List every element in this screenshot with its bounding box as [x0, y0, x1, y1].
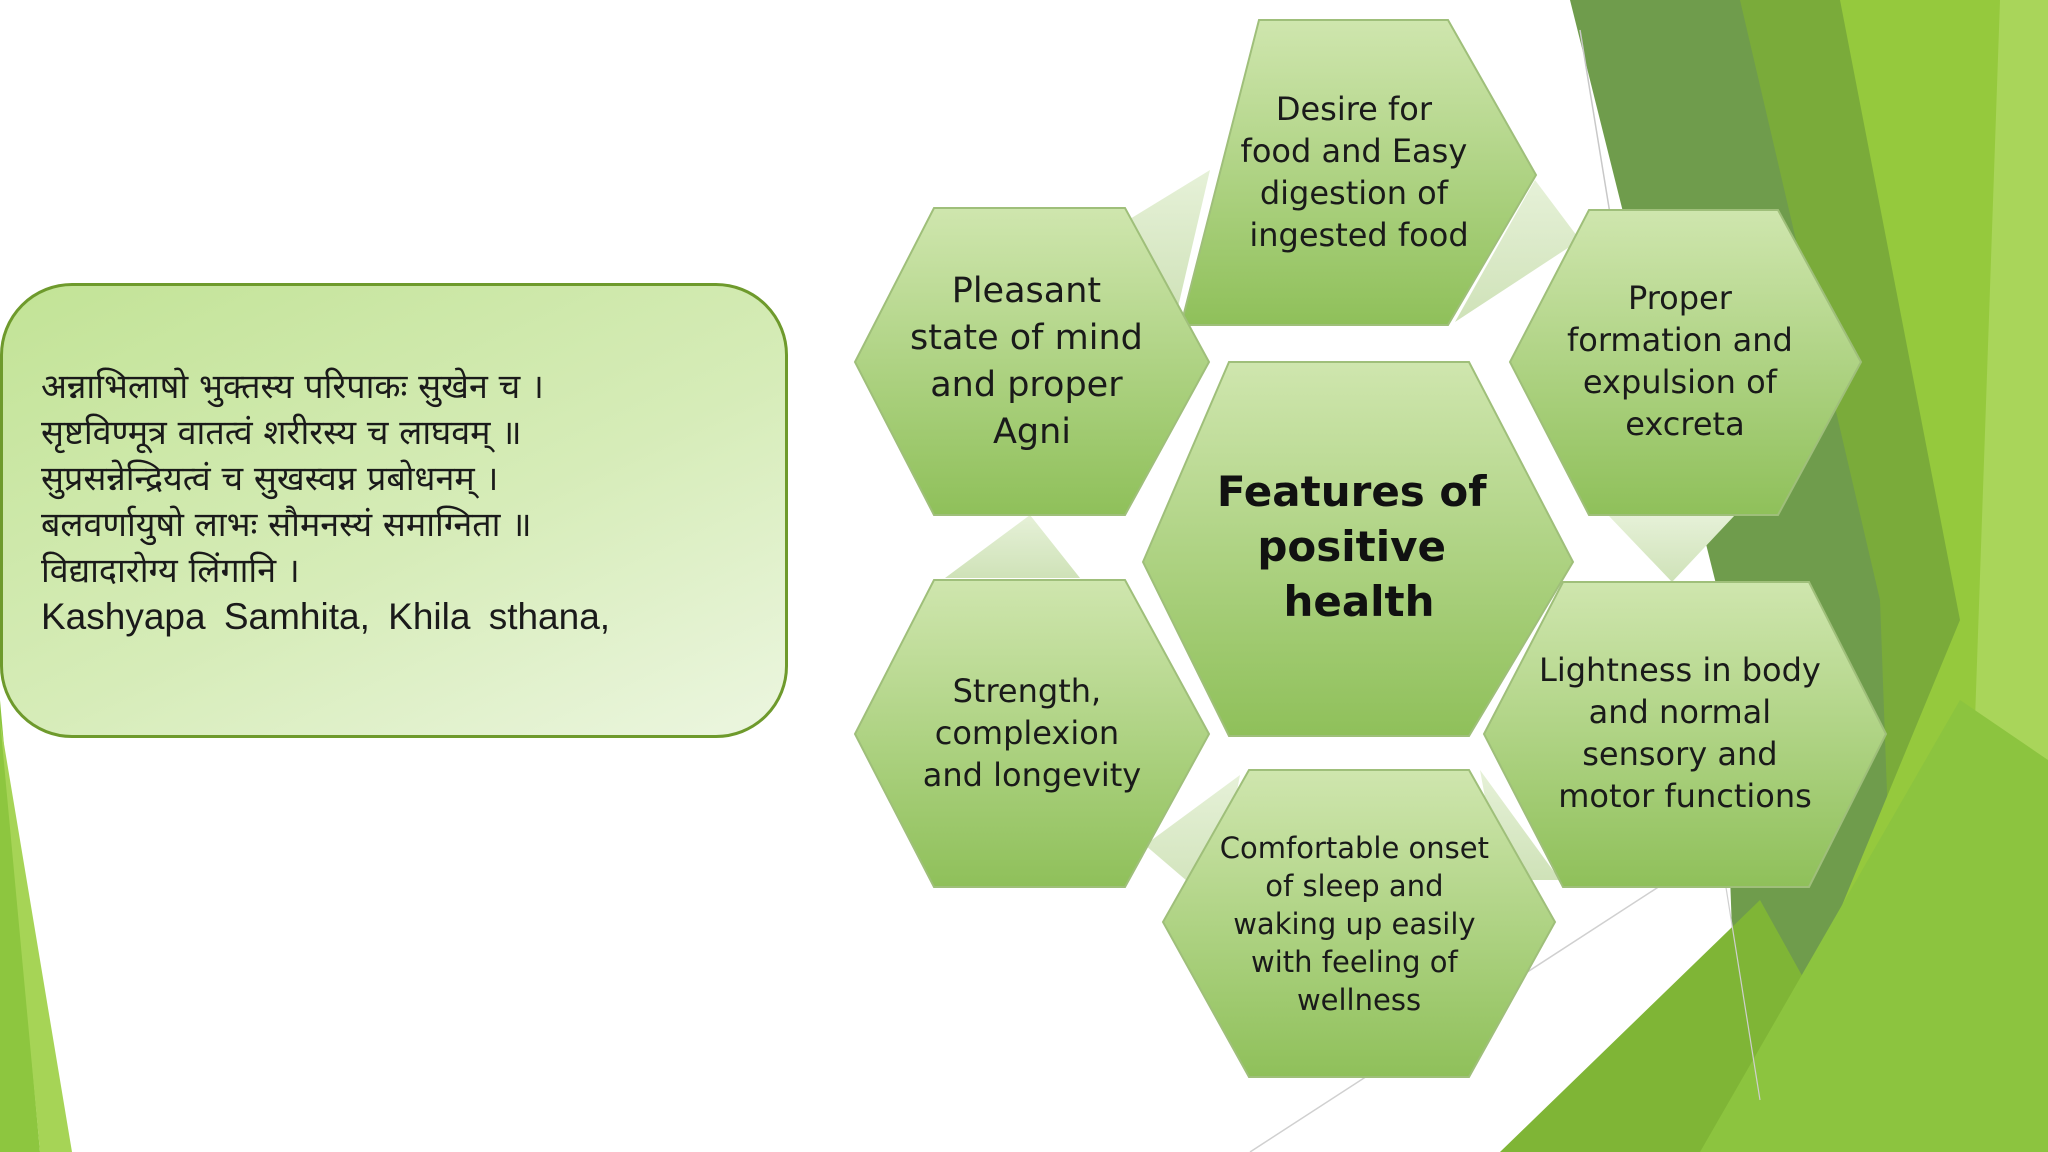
petal-bottom-left-label: Strength, complexion and longevity — [923, 672, 1141, 794]
quote-line: सृष्टविण्मूत्र वातत्वं शरीरस्य च लाघवम् … — [41, 413, 522, 453]
connector-topright-bottomright — [1608, 515, 1735, 582]
petal-bottom-right: Lightness in body and normal sensory and… — [1482, 581, 1888, 888]
hexagon-shape — [1508, 209, 1863, 516]
hexagon-shape — [1141, 361, 1575, 737]
connector-top-topright — [1455, 180, 1580, 322]
left-green-accent-2 — [0, 720, 72, 1152]
hexagon-shape — [853, 207, 1211, 516]
hexagon-shape — [1179, 19, 1538, 326]
petal-bottom-label: Comfortable onset of sleep and waking up… — [1220, 831, 1498, 1017]
quote-line: सुप्रसन्नेन्द्रियत्वं च सुखस्वप्न प्रबोध… — [41, 459, 499, 499]
center-hexagon: Features of positive health — [1141, 361, 1575, 737]
quote-source: Kashyapa Samhita, Khila sthana, — [41, 596, 611, 637]
petal-bottom: Comfortable onset of sleep and waking up… — [1161, 769, 1557, 1078]
hexagon-shape — [1161, 769, 1557, 1078]
connector-topleft-top — [1125, 170, 1210, 320]
petal-top-left-label: Pleasant state of mind and proper Agni — [910, 271, 1154, 452]
quote-line: बलवर्णायुषो लाभः सौमनस्यं समाग्निता ॥ — [41, 505, 532, 545]
hexagon-shape — [853, 579, 1211, 888]
hexagon-shape — [1482, 581, 1888, 888]
petal-top-right: Proper formation and expulsion of excret… — [1508, 209, 1863, 516]
center-label: Features of positive health — [1217, 467, 1501, 626]
quote-line: अन्नाभिलाषो भुक्तस्य परिपाकः सुखेन च । — [41, 367, 544, 407]
petal-top-left: Pleasant state of mind and proper Agni — [853, 207, 1211, 516]
petal-top-label: Desire for food and Easy digestion of in… — [1241, 90, 1478, 254]
quote-line: विद्यादारोग्य लिंगानि । — [41, 551, 300, 591]
connector-bottomleft-topleft — [945, 515, 1080, 578]
bottom-accent-2 — [1700, 700, 2048, 1152]
sanskrit-quote-box: अन्नाभिलाषो भुक्तस्य परिपाकः सुखेन च । स… — [0, 283, 788, 738]
petal-top: Desire for food and Easy digestion of in… — [1179, 19, 1538, 326]
petal-bottom-right-label: Lightness in body and normal sensory and… — [1539, 651, 1831, 815]
petal-bottom-left: Strength, complexion and longevity — [853, 579, 1211, 888]
petal-top-right-label: Proper formation and expulsion of excret… — [1567, 279, 1803, 443]
